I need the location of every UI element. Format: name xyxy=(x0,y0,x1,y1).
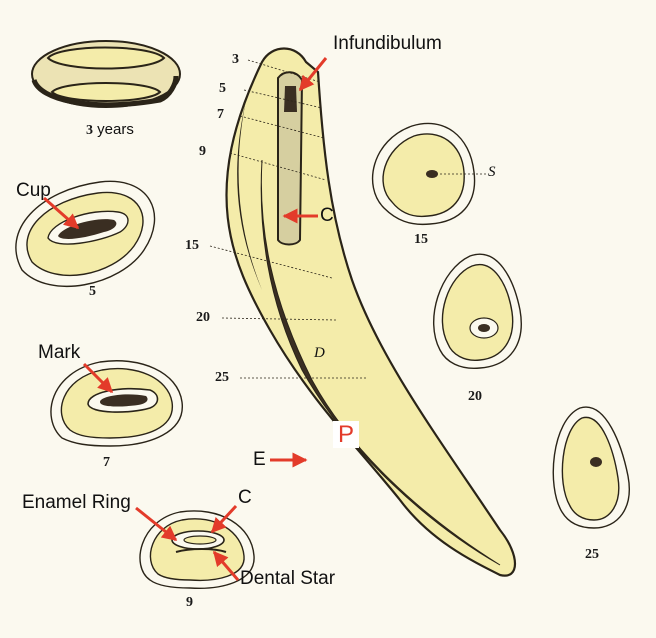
label-mark: Mark xyxy=(38,342,81,363)
cup-arrow xyxy=(43,196,80,230)
infundibulum-dark-top xyxy=(284,86,297,112)
label-s: S xyxy=(488,164,496,180)
wear-level-lines xyxy=(209,59,366,379)
label-arrows xyxy=(43,57,328,581)
enamel-ring-arrow xyxy=(135,506,178,542)
mark-arrow xyxy=(82,362,114,394)
section-7 xyxy=(50,360,183,447)
label-p: P xyxy=(333,421,359,448)
section-20 xyxy=(432,253,522,369)
label-c-tooth: C xyxy=(320,205,334,226)
tooth-scale-25: 25 xyxy=(215,370,229,385)
tooth-scale-9: 9 xyxy=(199,144,206,159)
label-d: D xyxy=(314,345,325,361)
tooth-longitudinal-section xyxy=(209,47,516,577)
section-25 xyxy=(552,406,630,529)
dental-star-arrow xyxy=(212,550,240,581)
tooth-scale-3: 3 xyxy=(232,52,239,67)
caption-3-years-number: 3 xyxy=(86,123,93,138)
infundibulum-cavity xyxy=(277,71,304,246)
label-cup: Cup xyxy=(16,180,51,201)
label-enamel-ring: Enamel Ring xyxy=(22,492,131,513)
tooth-scale-7: 7 xyxy=(217,107,224,122)
caption-9: 9 xyxy=(186,595,193,610)
section-5 xyxy=(15,180,156,288)
caption-25: 25 xyxy=(585,547,599,562)
tooth-scale-5: 5 xyxy=(219,81,226,96)
caption-20: 20 xyxy=(468,389,482,404)
label-dental-star: Dental Star xyxy=(240,568,336,589)
tooth-scale-20: 20 xyxy=(196,310,210,325)
caption-7: 7 xyxy=(103,455,110,470)
tooth-scale-15: 15 xyxy=(185,238,199,253)
c-arrow-section xyxy=(210,504,238,534)
caption-3-years-unit: years xyxy=(93,121,134,138)
caption-3-years: 3 years xyxy=(86,122,134,138)
label-e: E xyxy=(253,449,266,470)
caption-5: 5 xyxy=(89,284,96,299)
caption-15: 15 xyxy=(414,232,428,247)
label-infundibulum: Infundibulum xyxy=(333,33,442,54)
pulp-cavity xyxy=(260,159,501,566)
infundibulum-arrow xyxy=(298,57,328,92)
label-c-section: C xyxy=(238,487,252,508)
section-3-years xyxy=(31,40,181,108)
section-15 xyxy=(371,122,488,226)
